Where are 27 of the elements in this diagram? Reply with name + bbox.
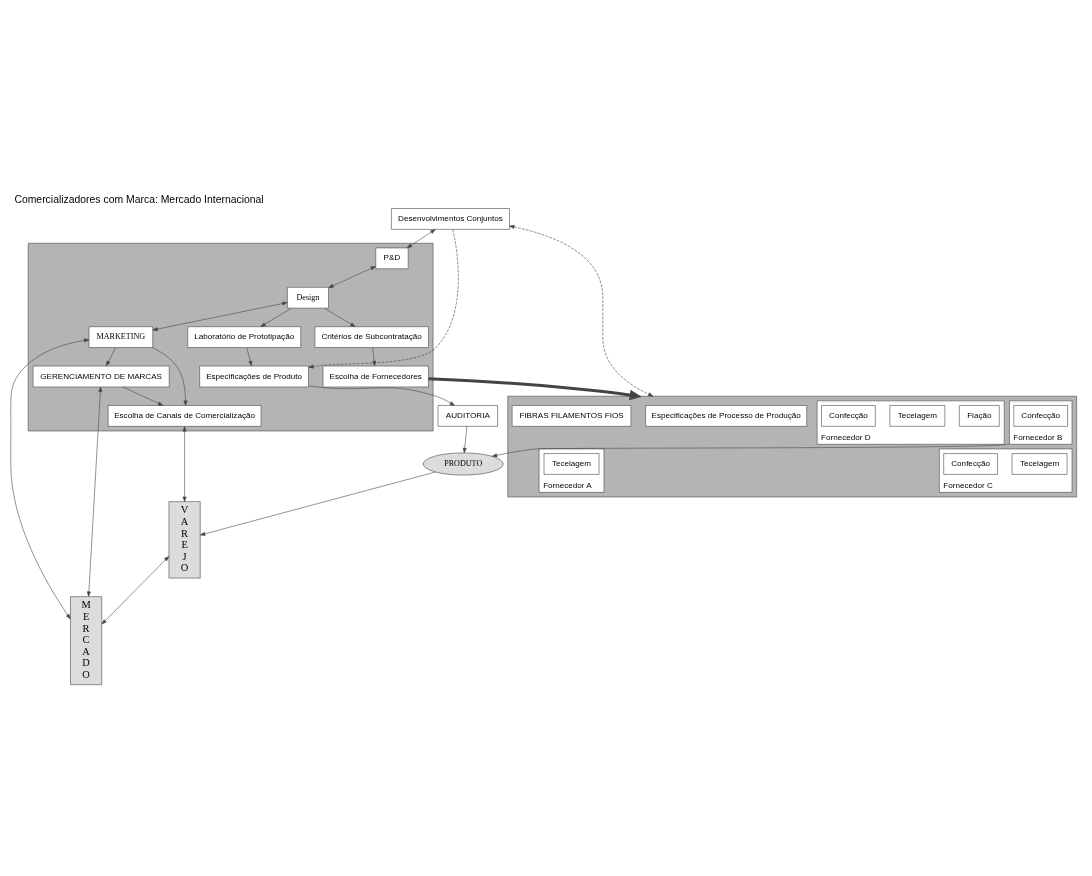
arrow: [372, 346, 377, 366]
arrow: [152, 301, 288, 331]
arrow: [101, 555, 170, 624]
arrow: [308, 228, 459, 368]
arrow: [491, 442, 1010, 457]
cluster: [507, 395, 1077, 497]
node-box: VAREJO: [168, 500, 201, 578]
arrow: [106, 346, 116, 366]
arrow: [86, 386, 103, 597]
arrow: [509, 224, 654, 396]
arrow: [10, 337, 90, 619]
node-box: MARKETING: [88, 325, 153, 348]
arrow: [328, 265, 376, 288]
arrow: [462, 425, 468, 453]
arrow: [152, 346, 188, 406]
diagram-title: Comercializadores com Marca: Mercado Internacional: [14, 193, 264, 205]
arrow: [308, 385, 455, 406]
arrow: [122, 386, 164, 406]
node-box: Design: [287, 286, 329, 308]
arrow: [246, 346, 253, 366]
arrow: [200, 471, 436, 536]
arrow: [406, 228, 436, 248]
arrow: [260, 307, 292, 327]
arrow: [428, 376, 642, 400]
arrow: [182, 425, 187, 502]
arrow: [324, 307, 356, 327]
node-box: MERCADO: [70, 595, 103, 685]
